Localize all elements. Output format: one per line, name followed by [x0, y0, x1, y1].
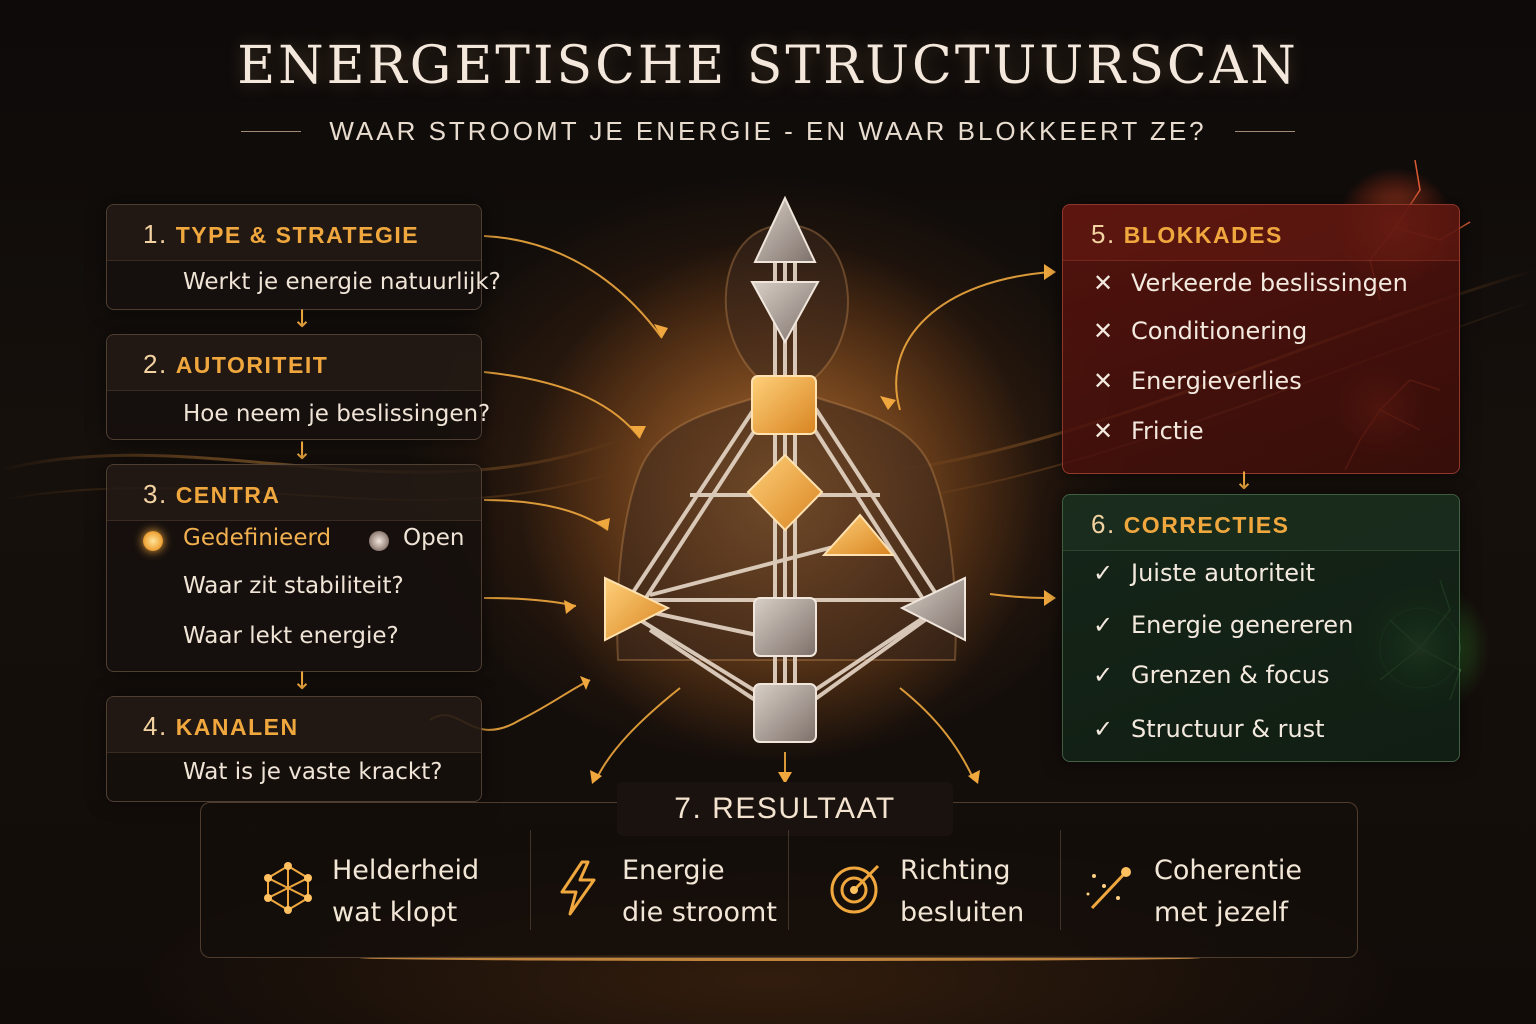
step-card-autoriteit: 2. AUTORITEIT Hoe neem je beslissingen? — [106, 334, 490, 440]
step-number: 6. — [1091, 509, 1116, 539]
list-item: ✕ Frictie — [1091, 417, 1204, 445]
check-icon: ✓ — [1092, 559, 1114, 587]
step-number: 1. — [143, 219, 168, 249]
step-title: CORRECTIES — [1123, 512, 1290, 538]
step-question: Werkt je energie natuurlijk? — [183, 269, 501, 295]
list-item-label: Conditionering — [1131, 317, 1308, 345]
check-icon: ✓ — [1092, 611, 1114, 639]
card-header — [107, 205, 481, 261]
arrow-down-icon: ↓ — [292, 437, 313, 465]
card-header — [107, 465, 481, 521]
step-question: Waar lekt energie? — [183, 623, 399, 649]
step-number: 2. — [143, 349, 168, 379]
arrow-down-icon: ↓ — [292, 667, 313, 695]
target-icon — [830, 864, 880, 914]
result-sublabel: die stroomt — [622, 897, 777, 928]
arrow-down-icon: ↓ — [1234, 467, 1255, 495]
step-title: CENTRA — [175, 482, 281, 508]
card-header — [1063, 495, 1459, 551]
subtitle-row: WAAR STROOMT JE ENERGIE - EN WAAR BLOKKE… — [0, 116, 1536, 147]
arrow-down-icon: ↓ — [292, 305, 313, 333]
step-card-kanalen: 4. KANALEN Wat is je vaste krackt? — [106, 696, 482, 802]
list-item-label: Energie genereren — [1131, 611, 1354, 639]
card-title: 5. BLOKKADES — [1091, 219, 1283, 250]
result-item-richting: Richting besluiten — [826, 850, 1024, 934]
list-item-label: Verkeerde beslissingen — [1131, 269, 1408, 297]
list-item-label: Juiste autoriteit — [1131, 559, 1316, 587]
result-divider — [788, 830, 789, 930]
step-number: 5. — [1091, 219, 1116, 249]
cross-icon: ✕ — [1092, 317, 1114, 345]
card-title: 4. KANALEN — [143, 711, 299, 742]
card-header — [1063, 205, 1459, 261]
list-item: ✓ Energie genereren — [1091, 611, 1353, 639]
card-title: 6. CORRECTIES — [1091, 509, 1289, 540]
step-card-type-strategie: 1. TYPE & STRATEGIE Werkt je energie natu… — [106, 204, 501, 310]
defined-dot-icon — [143, 531, 163, 551]
card-title: 3. CENTRA — [143, 479, 281, 510]
list-item-label: Energieverlies — [1131, 367, 1302, 395]
step-title: KANALEN — [175, 714, 299, 740]
network-icon — [264, 862, 312, 914]
step-number: 4. — [143, 711, 168, 741]
check-icon: ✓ — [1092, 661, 1114, 689]
result-divider — [530, 830, 531, 930]
result-item-coherentie: Coherentie met jezelf — [1080, 850, 1302, 934]
step-question: Waar zit stabiliteit? — [183, 573, 404, 599]
resultaat-header: 7. RESULTAAT — [617, 782, 953, 836]
step-title: TYPE & STRATEGIE — [175, 222, 420, 248]
list-item: ✓ Grenzen & focus — [1091, 661, 1330, 689]
result-divider — [1060, 830, 1061, 930]
correcties-card: 6. CORRECTIES ✓ Juiste autoriteit ✓ Energ… — [1062, 494, 1460, 762]
list-item-label: Grenzen & focus — [1131, 661, 1330, 689]
cross-icon: ✕ — [1092, 417, 1114, 445]
card-title: 2. AUTORITEIT — [143, 349, 328, 380]
open-dot-icon — [369, 531, 389, 551]
wand-icon — [1086, 867, 1131, 910]
result-sublabel: wat klopt — [332, 897, 458, 928]
page-subtitle: WAAR STROOMT JE ENERGIE - EN WAAR BLOKKE… — [329, 116, 1207, 146]
blokkades-card: 5. BLOKKADES ✕ Verkeerde beslissingen ✕ C… — [1062, 204, 1460, 474]
list-item: ✕ Verkeerde beslissingen — [1091, 269, 1408, 297]
subtitle-divider-left — [241, 131, 302, 132]
cross-icon: ✕ — [1092, 367, 1114, 395]
step-title: BLOKKADES — [1123, 222, 1283, 248]
result-item-energie: Energie die stroomt — [548, 850, 777, 934]
result-item-helderheid: Helderheid wat klopt — [258, 850, 479, 934]
card-header — [107, 697, 481, 753]
result-label: Coherentie — [1154, 855, 1303, 886]
list-item-label: Structuur & rust — [1131, 715, 1325, 743]
step-question: Wat is je vaste krackt? — [183, 759, 443, 785]
result-sublabel: besluiten — [900, 897, 1025, 928]
step-question: Hoe neem je beslissingen? — [183, 401, 491, 427]
cross-icon: ✕ — [1092, 269, 1114, 297]
list-item: ✓ Structuur & rust — [1091, 715, 1325, 743]
step-card-centra: 3. CENTRA Gedefinieerd Open Waar zit stab… — [106, 464, 482, 672]
subtitle-divider-right — [1234, 131, 1295, 132]
step-title: AUTORITEIT — [175, 352, 329, 378]
lightning-icon — [560, 860, 596, 916]
result-label: Richting — [900, 855, 1011, 886]
card-title: 1. TYPE & STRATEGIE — [143, 219, 419, 250]
resultaat-title: 7. RESULTAAT — [674, 792, 896, 825]
list-item: ✓ Juiste autoriteit — [1091, 559, 1315, 587]
result-label: Energie — [622, 855, 725, 886]
legend-defined-label: Gedefinieerd — [183, 525, 332, 551]
list-item-label: Frictie — [1131, 417, 1204, 445]
result-label: Helderheid — [332, 855, 480, 886]
list-item: ✕ Energieverlies — [1091, 367, 1302, 395]
page-title: ENERGETISCHE STRUCTUURSCAN — [237, 36, 1299, 96]
check-icon: ✓ — [1092, 715, 1114, 743]
result-sublabel: met jezelf — [1154, 897, 1288, 928]
card-header — [107, 335, 481, 391]
step-number: 3. — [143, 479, 168, 509]
legend-open-label: Open — [403, 525, 465, 551]
list-item: ✕ Conditionering — [1091, 317, 1307, 345]
